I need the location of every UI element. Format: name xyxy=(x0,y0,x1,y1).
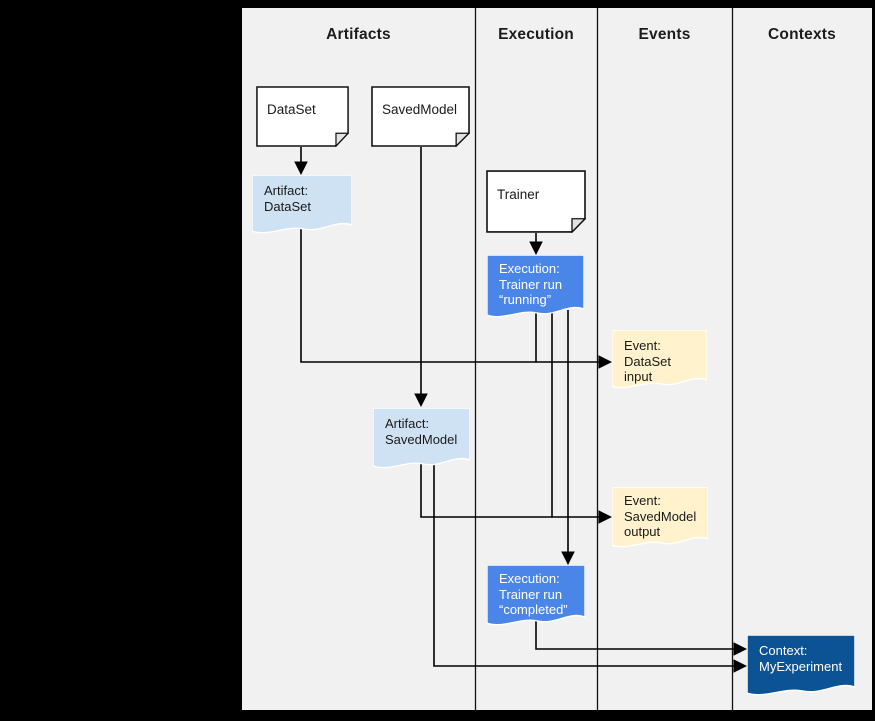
column-header-contexts: Contexts xyxy=(768,26,836,43)
node-artifact-dataset: Artifact: DataSet xyxy=(252,175,352,237)
note-shape xyxy=(371,86,470,147)
diagram-canvas: Artifacts Execution Events Contexts xyxy=(242,8,872,710)
node-label: SavedModel xyxy=(382,102,458,118)
node-label: Trainer xyxy=(497,186,540,202)
node-label: DataSet xyxy=(267,102,316,118)
arrow-execution-completed-to-context xyxy=(535,612,748,656)
node-label: Event: SavedModel output xyxy=(624,493,697,539)
document-shape xyxy=(487,255,584,318)
node-label: Context: MyExperiment xyxy=(759,643,843,674)
node-event-savedmodel-output: Event: SavedModel output xyxy=(612,487,708,551)
node-label: Event: DataSet input xyxy=(624,338,671,384)
column-header-artifacts: Artifacts xyxy=(326,26,391,43)
node-dataset: DataSet xyxy=(256,86,349,147)
node-trainer: Trainer xyxy=(486,170,586,233)
node-context-myexperiment: Context: MyExperiment xyxy=(747,635,855,699)
document-shape xyxy=(747,635,855,696)
node-label: Artifact: SavedModel xyxy=(385,416,458,447)
node-event-dataset-input: Event: DataSet input xyxy=(612,330,707,392)
note-shape xyxy=(256,86,349,147)
document-shape xyxy=(373,408,470,469)
document-shape xyxy=(612,330,707,389)
node-label: Execution: Trainer run “running” xyxy=(499,261,563,307)
column-header-execution: Execution xyxy=(498,26,574,43)
arrow-artifact-savedmodel-to-event-savedmodel-output xyxy=(420,456,613,524)
document-shape xyxy=(252,175,352,234)
connectors-layer xyxy=(294,8,748,710)
node-execution-completed: Execution: Trainer run “completed” xyxy=(487,565,585,629)
column-header-events: Events xyxy=(638,26,691,43)
node-artifact-savedmodel: Artifact: SavedModel xyxy=(373,408,470,472)
node-label: Execution: Trainer run “completed” xyxy=(499,571,568,617)
arrow-artifact-dataset-to-event-dataset-input xyxy=(300,223,613,369)
note-shape xyxy=(486,170,586,233)
arrow-artifact-savedmodel-to-context xyxy=(433,456,748,673)
document-shape xyxy=(487,565,585,626)
node-savedmodel: SavedModel xyxy=(371,86,470,147)
node-label: Artifact: DataSet xyxy=(264,183,311,214)
node-execution-running: Execution: Trainer run “running” xyxy=(487,255,584,321)
document-shape xyxy=(612,487,708,548)
